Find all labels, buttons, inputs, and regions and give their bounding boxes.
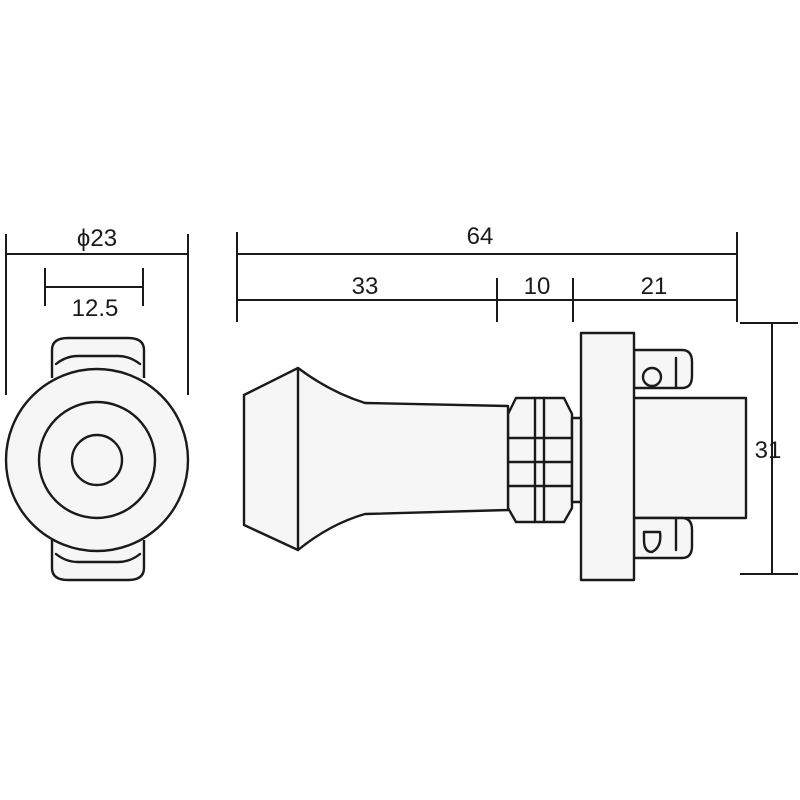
front-outer-ring xyxy=(4,367,190,553)
knob-length-label: 33 xyxy=(352,273,379,300)
front-view xyxy=(4,336,190,582)
height-dimension: 31 xyxy=(740,322,798,575)
hex-nuts xyxy=(506,396,583,524)
front-top-tab xyxy=(50,336,146,378)
front-diameter-dimension: ϕ23 xyxy=(5,225,189,395)
nut-length-label: 10 xyxy=(524,273,551,300)
rear-cylinder xyxy=(626,396,748,520)
front-middle-ring xyxy=(37,400,157,520)
height-label: 31 xyxy=(755,437,782,464)
front-inner-dimension: 12.5 xyxy=(44,268,144,322)
side-view xyxy=(242,331,748,582)
total-length-label: 64 xyxy=(467,223,494,250)
front-bottom-tab xyxy=(50,540,146,582)
front-center-hole xyxy=(70,433,124,487)
front-inner-label: 12.5 xyxy=(72,295,119,322)
knob xyxy=(242,366,510,552)
terminal-bottom xyxy=(632,516,694,560)
total-length-dimension: 64 xyxy=(236,223,738,322)
rear-length-label: 21 xyxy=(641,273,668,300)
mounting-flange xyxy=(579,331,636,582)
front-diameter-label: ϕ23 xyxy=(77,225,117,252)
segment-dimensions: 33 10 21 xyxy=(237,273,737,322)
terminal-top xyxy=(632,348,694,390)
